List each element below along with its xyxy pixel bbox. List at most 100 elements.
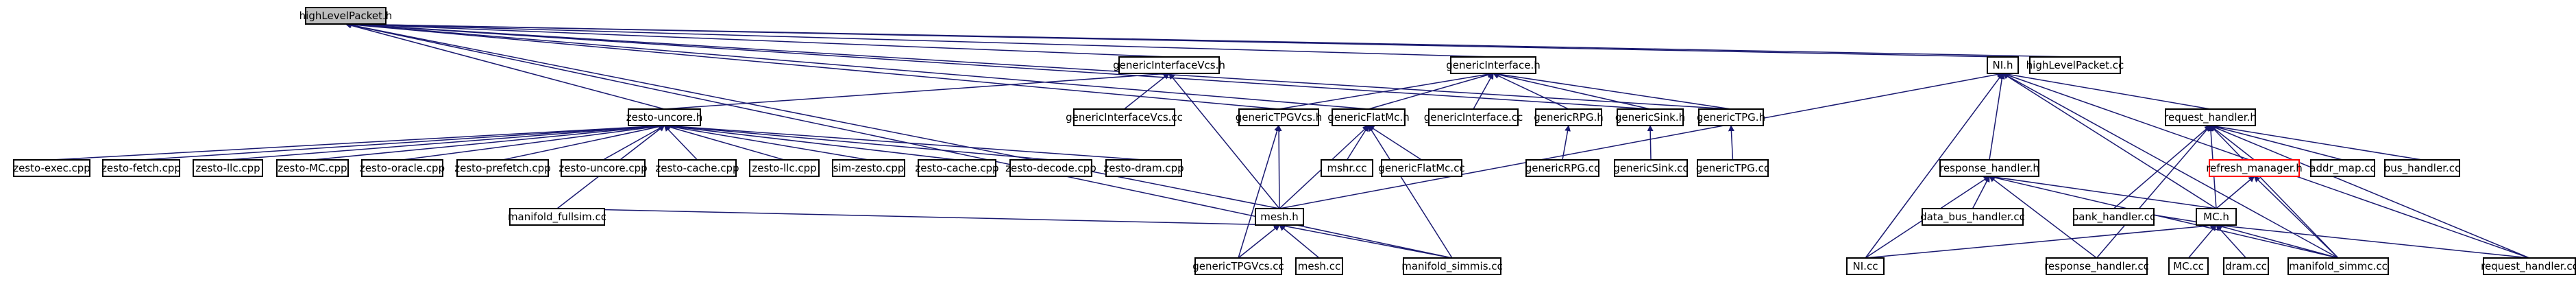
node-highLevelPacket-h[interactable]: highLevelPacket.h (299, 7, 393, 25)
node-label: sim-zesto.cpp (833, 162, 905, 174)
node-box (2196, 208, 2237, 226)
edge-bank_handler_cc-to-request_handler_h (2113, 125, 2211, 209)
node-refresh-manager-h[interactable]: refresh_manager.h (2206, 159, 2303, 177)
node-box (1194, 257, 1282, 275)
node-addr-map-cc[interactable]: addr_map.cc (2309, 159, 2376, 177)
node-dram-cc[interactable]: dram.cc (2223, 257, 2269, 275)
node-label: bus_handler.cc (2384, 162, 2461, 175)
node-mesh-cc[interactable]: mesh.cc (1295, 257, 1343, 275)
node-zesto-uncore-cpp[interactable]: zesto-uncore.cpp (559, 159, 648, 177)
node-bank-handler-cc[interactable]: bank_handler.cc (2072, 208, 2156, 226)
node-label: mesh.h (1260, 211, 1298, 223)
edge-mesh_h-to-highLevelPacket_h (345, 22, 1280, 209)
node-zesto-oracle-cpp[interactable]: zesto-oracle.cpp (360, 159, 445, 177)
node-box (1697, 159, 1769, 177)
node-MC-h[interactable]: MC.h (2196, 208, 2237, 226)
node-genericRPG-cc[interactable]: genericRPG.cc (1525, 159, 1599, 177)
node-mesh-h[interactable]: mesh.h (1255, 208, 1304, 226)
node-genericInterfaceVcs-h[interactable]: genericInterfaceVcs.h (1113, 56, 1225, 74)
edge-zesto_llc_cpp2-to-zesto_uncore_h (663, 124, 785, 161)
node-data-bus-handler-cc[interactable]: data_bus_handler.cc (1920, 208, 2025, 226)
node-box (832, 159, 905, 177)
node-box (1403, 257, 1501, 275)
node-MC-cc[interactable]: MC.cc (2168, 257, 2209, 275)
edge-genericInterfaceVcs_h-to-highLevelPacket_h (345, 21, 1170, 58)
node-label: manifold_fullsim.cc (508, 211, 606, 224)
node-label: zesto-MC.cpp (278, 162, 347, 174)
node-genericInterfaceVcs-cc[interactable]: genericInterfaceVcs.cc (1066, 108, 1183, 126)
node-NI-cc[interactable]: NI.cc (1846, 257, 1885, 275)
node-label: response_handler.cc (2044, 260, 2149, 273)
edge-genericTPGVcs_cc-to-genericTPGVcs_h (1238, 125, 1280, 259)
edge-MC_h-to-NI_h (2002, 73, 2217, 209)
node-label: zesto-cache.cpp (915, 162, 998, 174)
node-zesto-prefetch-cpp[interactable]: zesto-prefetch.cpp (454, 159, 551, 177)
node-manifold-fullsim-cc[interactable]: manifold_fullsim.cc (508, 208, 606, 226)
node-box (918, 159, 996, 177)
node-box (2209, 159, 2300, 177)
edge-MC_h-to-refresh_manager_h (2216, 176, 2255, 209)
node-zesto-cache-cpp[interactable]: zesto-cache.cpp (655, 159, 739, 177)
node-box (1105, 159, 1182, 177)
node-label: response_handler.h (1939, 162, 2039, 175)
node-box (1332, 108, 1406, 126)
node-mshr-cc[interactable]: mshr.cc (1321, 159, 1373, 177)
node-zesto-exec-cpp[interactable]: zesto-exec.cpp (13, 159, 90, 177)
node-label: manifold_simmis.cc (1401, 260, 1503, 273)
node-request-handler-h[interactable]: request_handler.h (2164, 108, 2257, 126)
node-response-handler-h[interactable]: response_handler.h (1939, 159, 2039, 177)
node-manifold-simmis-cc[interactable]: manifold_simmis.cc (1401, 257, 1503, 275)
node-genericSink-h[interactable]: genericSink.h (1615, 108, 1685, 126)
node-genericTPGVcs-h[interactable]: genericTPGVcs.h (1236, 108, 1323, 126)
node-genericRPG-h[interactable]: genericRPG.h (1534, 108, 1604, 126)
node-box (13, 159, 90, 177)
node-genericFlatMc-h[interactable]: genericFlatMc.h (1327, 108, 1410, 126)
edge-zesto_exec_cpp-to-zesto_uncore_h (51, 122, 665, 161)
node-zesto-uncore-h[interactable]: zesto-uncore.h (626, 108, 702, 126)
node-zesto-llc-cpp[interactable]: zesto-llc.cpp (193, 159, 263, 177)
node-label: genericTPG.h (1697, 111, 1765, 124)
node-genericInterface-h[interactable]: genericInterface.h (1446, 56, 1541, 74)
node-label: request_handler.cc (2481, 260, 2576, 273)
node-box (305, 7, 387, 25)
node-label: genericTPGVcs.h (1236, 111, 1323, 124)
node-genericTPG-h[interactable]: genericTPG.h (1697, 108, 1765, 126)
node-zesto-fetch-cpp[interactable]: zesto-fetch.cpp (101, 159, 181, 177)
node-box (509, 208, 605, 226)
node-label: zesto-llc.cpp (195, 162, 260, 174)
node-bus-handler-cc[interactable]: bus_handler.cc (2384, 159, 2461, 177)
node-box (1009, 159, 1092, 177)
node-zesto-cache-cpp2[interactable]: zesto-cache.cpp (915, 159, 999, 177)
node-NI-h[interactable]: NI.h (1987, 56, 2019, 74)
edge-data_bus_handler_cc-to-response_handler_h (1972, 176, 1990, 209)
node-sim-zesto-cpp[interactable]: sim-zesto.cpp (832, 159, 905, 177)
node-box (2168, 257, 2209, 275)
edge-manifold_simmc_cc-to-request_handler_h (2209, 125, 2339, 259)
node-zesto-llc-cpp2[interactable]: zesto-llc.cpp (749, 159, 820, 177)
node-genericSink-cc[interactable]: genericSink.cc (1613, 159, 1689, 177)
node-box (361, 159, 443, 177)
edge-highLevelPacket_cc-to-highLevelPacket_h (345, 21, 2076, 58)
node-genericTPG-cc[interactable]: genericTPG.cc (1696, 159, 1769, 177)
node-request-handler-cc[interactable]: request_handler.cc (2481, 257, 2576, 275)
node-manifold-simmc-cc[interactable]: manifold_simmc.cc (2287, 257, 2389, 275)
node-genericFlatMc-cc[interactable]: genericFlatMc.cc (1378, 159, 1465, 177)
edge-genericInterface_cc-to-genericInterface_h (1473, 73, 1494, 110)
edge-genericRPG_h-to-genericInterface_h (1493, 73, 1569, 110)
node-highLevelPacket-cc[interactable]: highLevelPacket.cc (2026, 56, 2124, 74)
node-label: manifold_simmc.cc (2289, 260, 2388, 273)
node-box (1295, 257, 1343, 275)
node-response-handler-cc[interactable]: response_handler.cc (2044, 257, 2149, 275)
edge-request_handler_cc-to-request_handler_h (2209, 124, 2530, 259)
edge-manifold_simmc_cc-to-response_handler_h (1989, 174, 2339, 259)
node-genericTPGVcs-cc[interactable]: genericTPGVcs.cc (1192, 257, 1284, 275)
node-zesto-MC-cpp[interactable]: zesto-MC.cpp (276, 159, 349, 177)
edge-manifold_simmc_cc-to-refresh_manager_h (2253, 176, 2339, 259)
edge-manifold_simmis_cc-to-genericFlatMc_h (1368, 125, 1453, 259)
node-label: highLevelPacket.cc (2026, 59, 2124, 71)
node-zesto-dram-cpp[interactable]: zesto-dram.cpp (1103, 159, 1184, 177)
node-genericInterface-cc[interactable]: genericInterface.cc (1424, 108, 1523, 126)
node-zesto-decode-cpp[interactable]: zesto-decode.cpp (1005, 159, 1096, 177)
edge-genericSink_cc-to-genericSink_h (1647, 125, 1654, 161)
node-label: genericRPG.cc (1525, 162, 1599, 174)
